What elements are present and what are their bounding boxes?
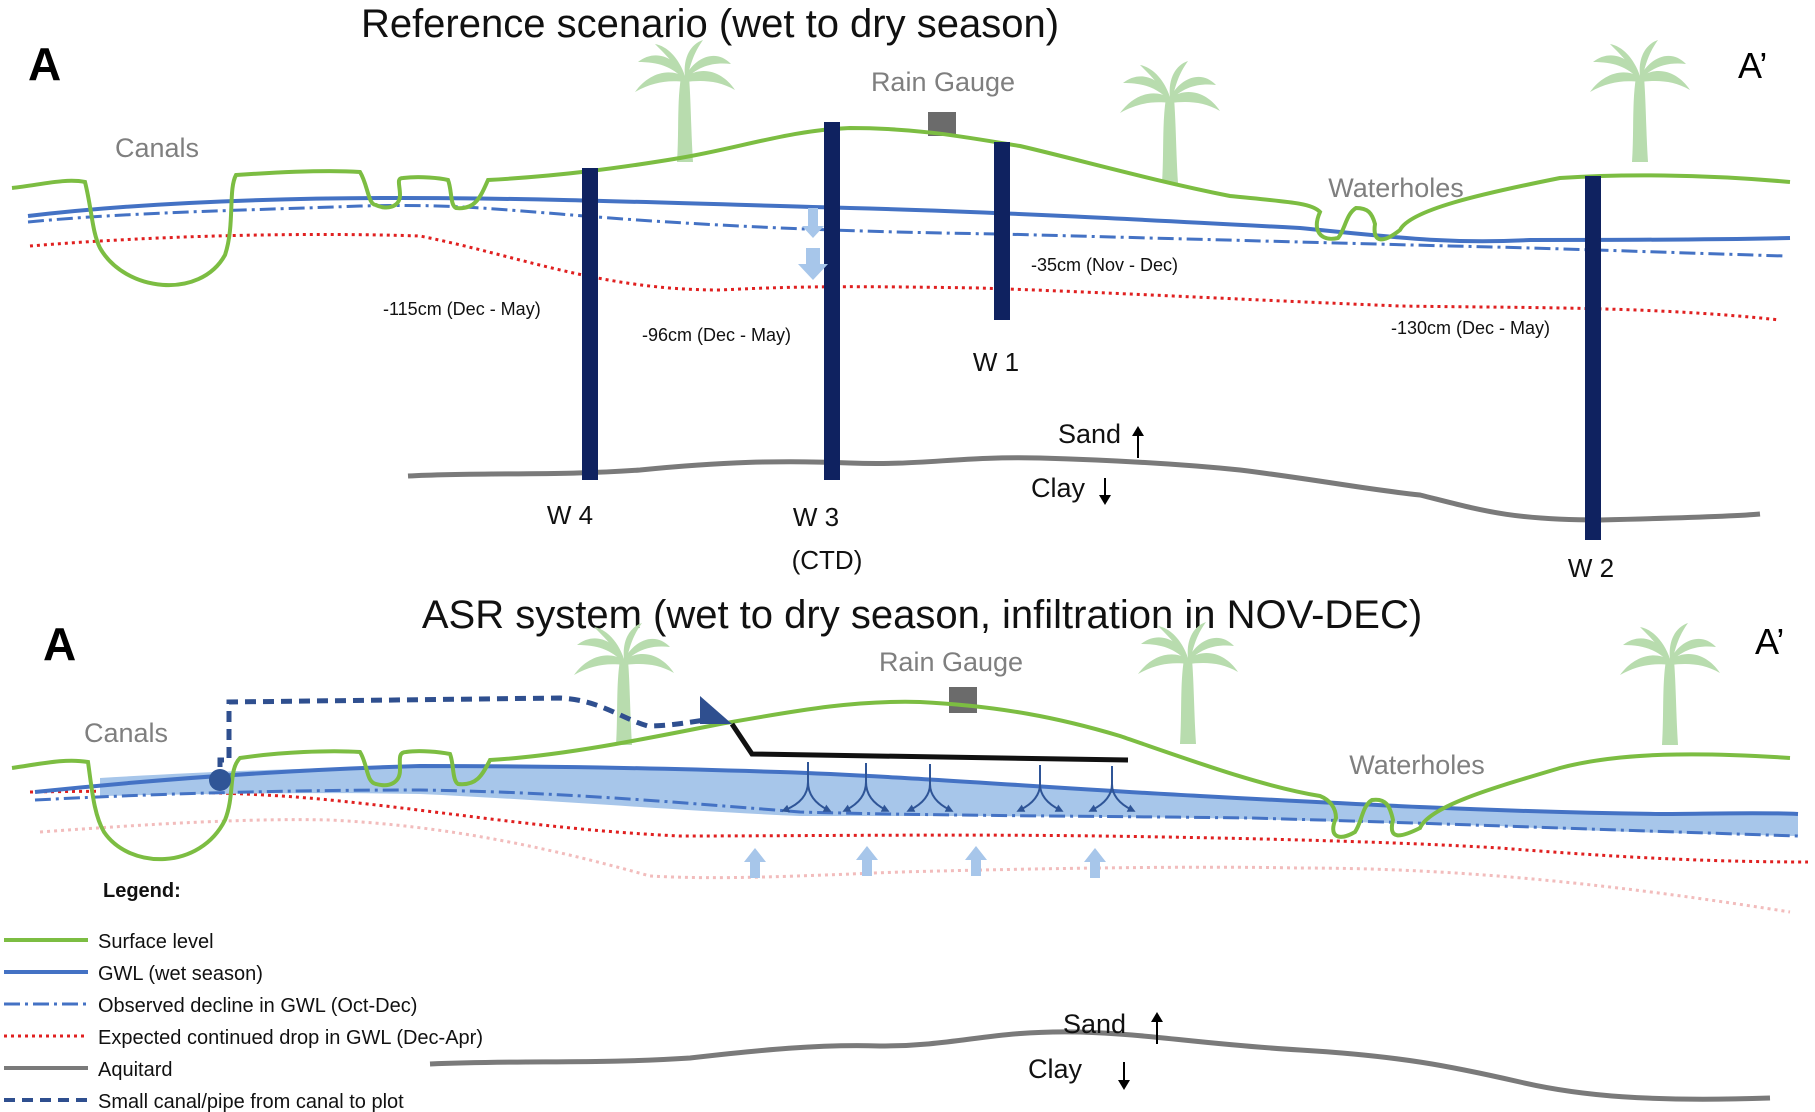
legend-item-label: GWL (wet season) — [98, 963, 263, 985]
expected-drop-line-bottom — [29, 789, 1809, 864]
arrow-down-icon — [1099, 478, 1111, 505]
well-name-label: W 3 — [793, 502, 839, 532]
arrow-up-icon — [856, 846, 878, 876]
legend: Legend: Surface level GWL (wet season) O… — [4, 880, 483, 1112]
rain-gauge-label: Rain Gauge — [879, 647, 1023, 677]
legend-title: Legend: — [103, 880, 181, 902]
palm-tree-icon — [1620, 623, 1720, 745]
palm-tree-icon — [1138, 622, 1238, 744]
sand-label: Sand — [1063, 1009, 1126, 1039]
well-depth-label: -35cm (Nov - Dec) — [1031, 255, 1178, 275]
well-depth-label: -115cm (Dec - May) — [383, 299, 541, 319]
well-w1 — [994, 142, 1010, 320]
well-depth-label: -96cm (Dec - May) — [642, 325, 791, 345]
arrow-up-icon — [1151, 1012, 1163, 1044]
aquitard-line-bottom — [429, 1029, 1771, 1102]
canals-label: Canals — [84, 718, 168, 748]
gwl-wet-line-bottom — [34, 763, 1799, 817]
waterholes-label: Waterholes — [1349, 750, 1485, 780]
surface-line-bottom — [11, 699, 1791, 861]
well-name-label: W 4 — [547, 500, 593, 530]
gwl-decline-line-bottom — [34, 788, 1799, 838]
arrow-down-icon — [798, 248, 828, 280]
well-name-label: W 1 — [973, 347, 1019, 377]
arrow-up-icon — [744, 848, 766, 878]
asr-title: ASR system (wet to dry season, infiltrat… — [422, 593, 1422, 637]
previous-expected-drop-line — [39, 818, 1791, 914]
rain-gauge-label: Rain Gauge — [871, 67, 1015, 97]
infiltration-water-area — [100, 766, 1798, 836]
clay-label: Clay — [1028, 1054, 1083, 1084]
arrow-down-icon — [802, 208, 824, 238]
reference-title: Reference scenario (wet to dry season) — [361, 2, 1059, 46]
corner-label-a-prime-top: A’ — [1738, 45, 1767, 86]
palm-tree-icon — [635, 40, 735, 162]
well-w4 — [582, 168, 598, 480]
palm-tree-icon — [1590, 40, 1690, 162]
gwl-wet-line-top — [27, 195, 1791, 244]
well-name-label: W 2 — [1568, 553, 1614, 583]
clay-label: Clay — [1031, 473, 1086, 503]
infiltration-pipe — [729, 722, 1129, 763]
gwl-decline-line-top — [27, 203, 1786, 258]
legend-item-label: Expected continued drop in GWL (Dec-Apr) — [98, 1027, 483, 1049]
arrow-down-icon — [1118, 1062, 1130, 1090]
legend-item-label: Small canal/pipe from canal to plot — [98, 1091, 404, 1112]
expected-drop-line-top — [29, 232, 1781, 322]
well-sub-label: (CTD) — [792, 545, 863, 575]
canal-pipe-line — [217, 695, 706, 785]
canals-label: Canals — [115, 133, 199, 163]
arrow-up-icon — [1084, 848, 1106, 878]
surface-line-top — [11, 125, 1791, 287]
well-w3 — [824, 122, 840, 480]
legend-item-label: Observed decline in GWL (Oct-Dec) — [98, 995, 417, 1017]
infiltration-arrows — [781, 762, 1136, 813]
sand-label: Sand — [1058, 419, 1121, 449]
waterholes-label: Waterholes — [1328, 173, 1464, 203]
palm-tree-icon — [1120, 61, 1220, 183]
legend-item-label: Surface level — [98, 931, 214, 953]
rain-gauge-icon — [949, 687, 977, 713]
corner-label-a-prime-bottom: A’ — [1755, 621, 1784, 662]
legend-item-label: Aquitard — [98, 1059, 173, 1081]
arrow-up-icon — [965, 846, 987, 876]
pipe-junction-icon — [209, 769, 231, 791]
pipe-arrowhead-icon — [700, 696, 732, 724]
aquitard-line-top — [407, 455, 1761, 523]
well-w2 — [1585, 176, 1601, 540]
corner-label-a-top: A — [28, 38, 61, 90]
corner-label-a-bottom: A — [43, 618, 76, 670]
arrow-up-icon — [1132, 426, 1144, 458]
well-depth-label: -130cm (Dec - May) — [1391, 318, 1550, 338]
